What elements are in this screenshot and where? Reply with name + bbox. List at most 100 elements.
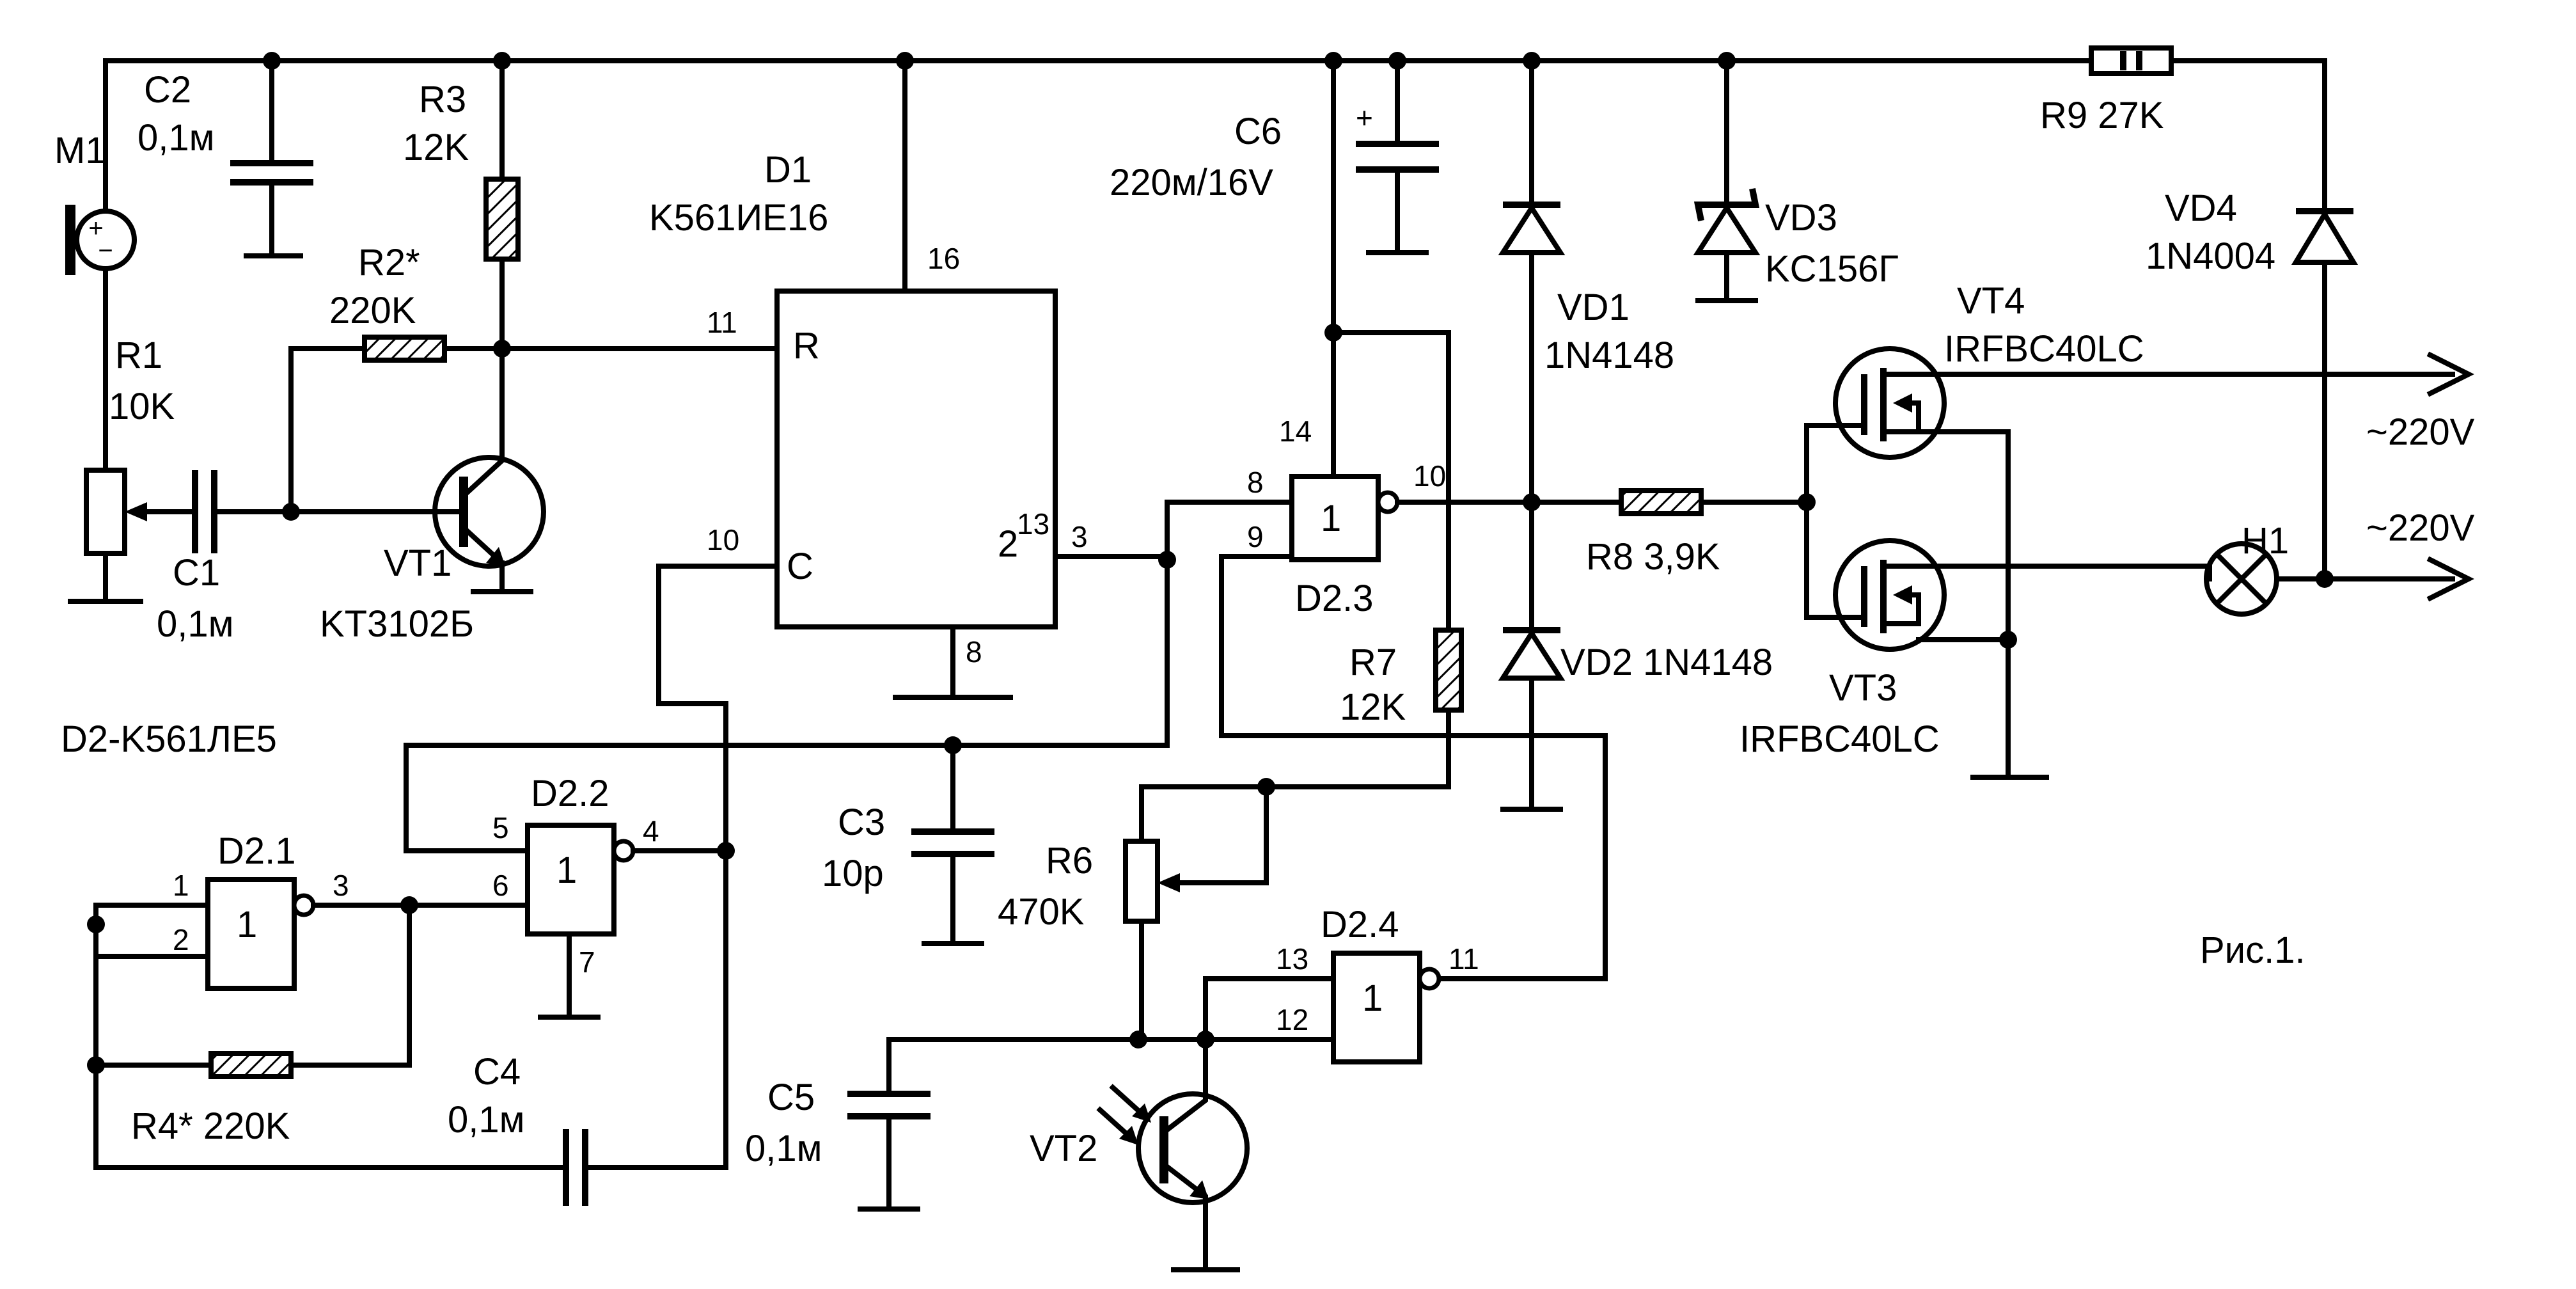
resistor-r3 <box>483 58 521 463</box>
transistor-vt1 <box>288 455 546 594</box>
vt2-ref: VT2 <box>1030 1128 1097 1169</box>
c1-value: 0,1м <box>157 603 234 645</box>
vd4-ref: VD4 <box>2165 187 2237 229</box>
r9-label: R9 27K <box>2040 95 2164 136</box>
d2-3-pin14: 14 <box>1279 415 1312 448</box>
mosfet-vt4 <box>1804 346 2455 780</box>
vt3-ref: VT3 <box>1829 667 1897 709</box>
vd1-value: 1N4148 <box>1544 335 1674 376</box>
potentiometer-r6 <box>1123 784 1269 1042</box>
nor-gate-d2-1 <box>93 877 569 1170</box>
capacitor-c6 <box>1356 58 1439 255</box>
r1-ref: R1 <box>115 335 162 376</box>
r1-value: 10K <box>109 386 175 427</box>
mains-bottom: ~220V <box>2366 507 2475 549</box>
h1-ref: H1 <box>2242 520 2289 562</box>
capacitor-c4 <box>563 1085 728 1206</box>
d2-1-pin3: 3 <box>333 869 349 902</box>
r8-label: R8 3,9K <box>1586 536 1720 578</box>
capacitor-c1 <box>192 470 294 553</box>
c4-value: 0,1м <box>448 1099 525 1141</box>
nor-gate-d2-2 <box>525 823 728 1020</box>
vt1-ref: VT1 <box>384 542 452 584</box>
c6-plus: + <box>1356 101 1373 134</box>
d2-4-pin12: 12 <box>1276 1003 1308 1036</box>
vt4-ref: VT4 <box>1957 280 2025 322</box>
mains-arrows <box>2426 351 2474 602</box>
r2-ref: R2* <box>358 242 420 283</box>
potentiometer-r1 <box>68 468 194 604</box>
d2-2-pin4: 4 <box>643 814 659 848</box>
d1-pin3: 3 <box>1071 520 1088 553</box>
mosfet-vt3 <box>1804 500 2212 780</box>
d1-pin16: 16 <box>927 242 960 275</box>
r3-ref: R3 <box>419 79 466 120</box>
nor-gate-d2-3 <box>1165 58 1624 981</box>
r4-label: R4* 220K <box>131 1105 290 1147</box>
junction-dots <box>87 52 2334 1074</box>
supply-rail <box>103 58 2327 214</box>
d2-2-pin6: 6 <box>492 869 509 902</box>
d2-4-pin13: 13 <box>1276 942 1308 976</box>
counter-ic-d1 <box>404 58 1170 1090</box>
capacitor-c5 <box>847 1037 931 1212</box>
d2-3-ref: D2.3 <box>1295 578 1374 619</box>
d2-4-ref: D2.4 <box>1321 904 1399 945</box>
d2-2-pin7: 7 <box>579 945 595 979</box>
vt3-value: IRFBC40LC <box>1740 718 1940 760</box>
r7-value: 12K <box>1340 686 1406 728</box>
resistor-r8 <box>1619 488 1809 516</box>
figure-caption: Рис.1. <box>2200 929 2305 971</box>
d1-pin10: 10 <box>707 523 739 557</box>
d2-4-pin11: 11 <box>1449 942 1479 976</box>
d1-pin11: 11 <box>707 306 737 339</box>
lamp-h1 <box>2204 541 2455 617</box>
mains-top: ~220V <box>2366 411 2475 453</box>
c5-ref: C5 <box>767 1077 815 1118</box>
d1-pin-r: R <box>793 325 820 367</box>
d2-3-pin8: 8 <box>1247 466 1264 499</box>
resistor-r2 <box>288 335 780 514</box>
d1-out-exp: 13 <box>1017 507 1049 541</box>
d2-1-symbol: 1 <box>237 904 257 945</box>
d2-3-pin9: 9 <box>1247 520 1264 553</box>
c2-value: 0,1м <box>137 117 215 159</box>
d2-4-symbol: 1 <box>1362 977 1383 1019</box>
d2-3-pin10: 10 <box>1413 459 1446 493</box>
resistor-r7 <box>1139 628 1464 844</box>
r7-ref: R7 <box>1349 642 1397 683</box>
vd4-value: 1N4004 <box>2146 235 2275 277</box>
d2-2-symbol: 1 <box>556 850 577 891</box>
m1-label: M1 <box>54 130 106 171</box>
d1-pin8: 8 <box>966 635 982 668</box>
d2-2-ref: D2.2 <box>531 773 609 814</box>
r6-ref: R6 <box>1046 840 1093 882</box>
resistor-r4 <box>208 1051 294 1079</box>
zener-vd3 <box>1693 58 1761 303</box>
d1-ref: D1 <box>764 149 812 191</box>
c6-ref: C6 <box>1234 111 1282 152</box>
d2-1-pin1: 1 <box>173 869 189 902</box>
d2-1-pin2: 2 <box>173 923 189 956</box>
d2-2-pin5: 5 <box>492 811 509 844</box>
svg-text:+: + <box>88 214 103 242</box>
c4-ref: C4 <box>473 1051 521 1093</box>
diode-vd1 <box>1498 58 1566 505</box>
vd3-ref: VD3 <box>1765 197 1837 239</box>
capacitor-c2 <box>230 58 313 258</box>
d2-1-ref: D2.1 <box>217 830 296 872</box>
resistor-r9 <box>2089 45 2174 76</box>
c5-value: 0,1м <box>745 1128 822 1169</box>
vt1-value: KT3102Б <box>320 603 474 645</box>
d2-note: D2-K561ЛЕ5 <box>61 718 277 760</box>
capacitor-c3 <box>911 743 994 946</box>
vd1-ref: VD1 <box>1557 287 1630 328</box>
d1-pin-c: C <box>787 546 813 587</box>
vd3-value: KC156Г <box>1765 248 1899 290</box>
r2-value: 220K <box>329 290 416 331</box>
c3-ref: C3 <box>838 802 885 843</box>
diode-vd4 <box>2291 208 2359 581</box>
d1-out-base: 2 <box>998 523 1018 565</box>
microphone-m1: + − <box>65 196 137 473</box>
